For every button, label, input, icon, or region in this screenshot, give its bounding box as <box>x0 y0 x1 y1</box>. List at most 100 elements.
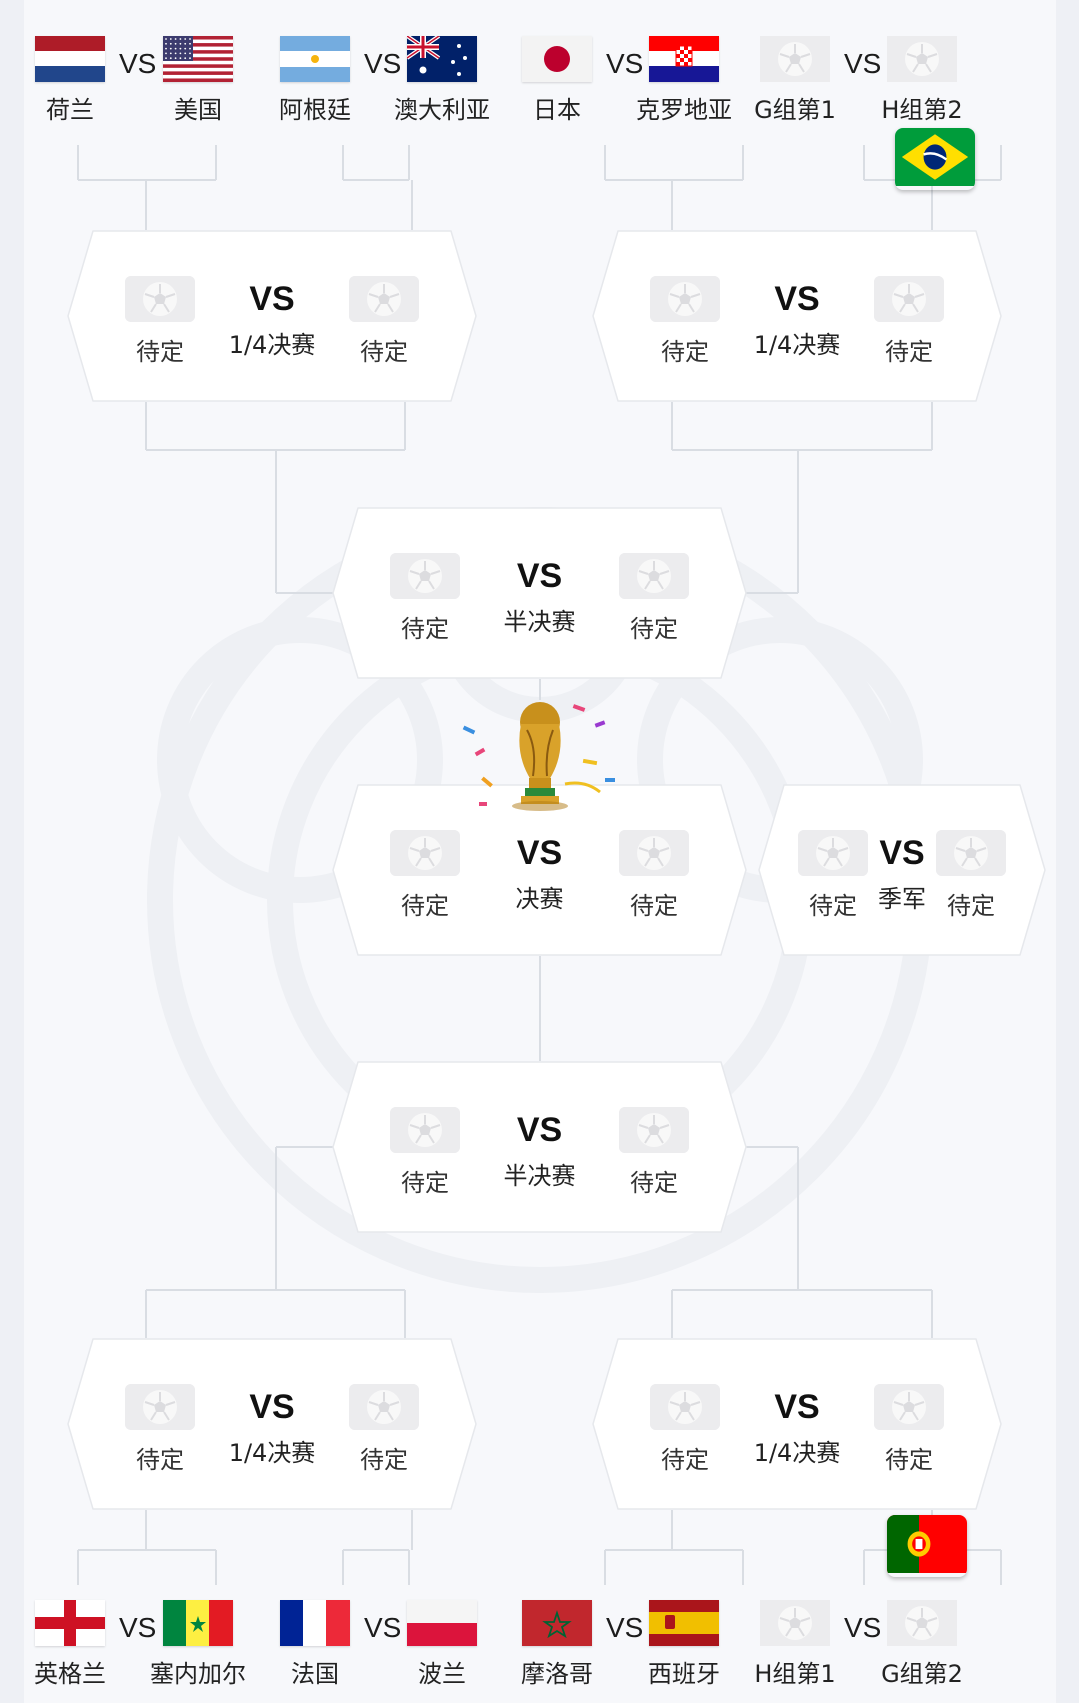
team-name: 摩洛哥 <box>521 1660 593 1688</box>
team-name: 荷兰 <box>46 96 94 124</box>
team-placeholder[interactable]: G组第2 <box>872 1600 972 1689</box>
senegal-flag-icon <box>163 1600 233 1646</box>
brazil-flag-icon <box>895 128 975 190</box>
team-slot-left[interactable]: 待定 <box>380 1107 470 1198</box>
card-background <box>67 230 477 402</box>
team-slot-left[interactable]: 待定 <box>788 830 878 921</box>
team-name: G组第1 <box>754 96 836 124</box>
card-background <box>758 784 1046 956</box>
vs-label: VS <box>119 1612 157 1643</box>
team-name: 法国 <box>291 1660 339 1688</box>
team-slot-left[interactable]: 待定 <box>115 1384 205 1475</box>
card-background <box>67 1338 477 1510</box>
slot-label: 待定 <box>885 1446 933 1474</box>
team-slot-left[interactable]: 待定 <box>380 553 470 644</box>
vs-label: VS <box>516 557 563 595</box>
soccer-ball-icon <box>390 830 460 876</box>
team-slot-left[interactable]: 待定 <box>380 830 470 921</box>
card-background <box>332 784 747 956</box>
round-label: 1/4决赛 <box>753 331 841 359</box>
team-senegal[interactable]: 塞内加尔 <box>148 1600 248 1689</box>
slot-label: 待定 <box>360 338 408 366</box>
team-slot-right[interactable]: 待定 <box>609 553 699 644</box>
team-slot-right[interactable]: 待定 <box>609 830 699 921</box>
soccer-ball-icon <box>760 1600 830 1646</box>
round-label: 半决赛 <box>503 1162 576 1190</box>
team-name: 日本 <box>533 96 581 124</box>
japan-flag-icon <box>522 36 592 82</box>
team-australia[interactable]: 澳大利亚 <box>392 34 492 125</box>
soccer-ball-icon <box>390 1107 460 1153</box>
round-label: 1/4决赛 <box>228 331 316 359</box>
vs-label: VS <box>364 1612 402 1643</box>
soccer-ball-icon <box>760 36 830 82</box>
vs-label: VS <box>844 1612 882 1643</box>
team-slot-left[interactable]: 待定 <box>640 1384 730 1475</box>
card-background <box>332 1061 747 1233</box>
australia-flag-icon <box>405 34 477 82</box>
team-slot-left[interactable]: 待定 <box>640 276 730 367</box>
team-usa[interactable]: 美国 <box>148 36 248 125</box>
team-slot-left[interactable]: 待定 <box>115 276 205 367</box>
team-placeholder[interactable]: G组第1 <box>745 36 845 125</box>
team-argentina[interactable]: 阿根廷 <box>265 36 365 125</box>
netherlands-flag-icon <box>35 36 105 82</box>
round-label: 1/4决赛 <box>228 1439 316 1467</box>
slot-label: 待定 <box>947 892 995 920</box>
morocco-flag-icon <box>522 1600 592 1646</box>
team-morocco[interactable]: 摩洛哥 <box>507 1600 607 1689</box>
soccer-ball-icon <box>874 1384 944 1430</box>
team-name: H组第2 <box>881 96 963 124</box>
slot-label: 待定 <box>136 1446 184 1474</box>
team-spain[interactable]: 西班牙 <box>634 1600 734 1689</box>
team-slot-right[interactable]: 待定 <box>864 276 954 367</box>
vs-label: VS <box>879 834 925 872</box>
team-placeholder[interactable]: H组第2 <box>872 36 972 125</box>
card-background <box>592 230 1002 402</box>
slot-label: 待定 <box>360 1446 408 1474</box>
vs-label: VS <box>606 1612 644 1643</box>
team-slot-right[interactable]: 待定 <box>339 276 429 367</box>
team-name: 波兰 <box>418 1660 466 1688</box>
team-name: 美国 <box>174 96 222 124</box>
team-slot-right[interactable]: 待定 <box>926 830 1016 921</box>
team-poland[interactable]: 波兰 <box>392 1600 492 1689</box>
team-slot-right[interactable]: 待定 <box>864 1384 954 1475</box>
team-slot-right[interactable]: 待定 <box>339 1384 429 1475</box>
world-cup-trophy-icon <box>462 702 615 811</box>
soccer-ball-icon <box>874 276 944 322</box>
soccer-ball-icon <box>619 1107 689 1153</box>
portugal-flag-icon <box>887 1515 967 1577</box>
team-placeholder[interactable]: H组第1 <box>745 1600 845 1689</box>
slot-label: 待定 <box>885 338 933 366</box>
croatia-flag-icon <box>649 36 719 82</box>
soccer-ball-icon <box>390 553 460 599</box>
team-slot-right[interactable]: 待定 <box>609 1107 699 1198</box>
soccer-ball-icon <box>619 553 689 599</box>
team-england[interactable]: 英格兰 <box>20 1600 120 1689</box>
soccer-ball-icon <box>650 276 720 322</box>
team-japan[interactable]: 日本 <box>507 36 607 125</box>
team-name: 阿根廷 <box>279 96 351 124</box>
card-background <box>592 1338 1002 1510</box>
soccer-ball-icon <box>798 830 868 876</box>
team-france[interactable]: 法国 <box>265 1600 365 1689</box>
slot-label: 待定 <box>136 338 184 366</box>
vs-label: VS <box>516 834 563 872</box>
slot-label: 待定 <box>661 338 709 366</box>
team-netherlands[interactable]: 荷兰 <box>20 36 120 125</box>
team-croatia[interactable]: 克罗地亚 <box>634 36 734 125</box>
